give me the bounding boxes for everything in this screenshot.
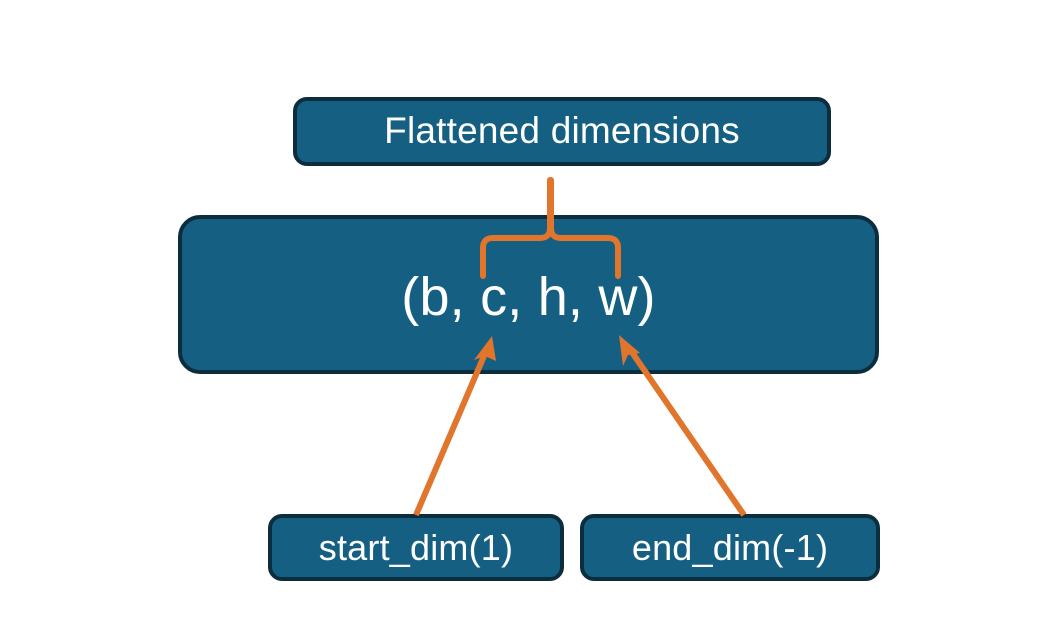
start-dim-box: start_dim(1) <box>268 514 564 581</box>
shape-tuple-box: (b, c, h, w) <box>178 215 879 374</box>
flattened-dimensions-label: Flattened dimensions <box>384 110 740 152</box>
flattened-dimensions-box: Flattened dimensions <box>293 97 831 166</box>
shape-tuple-label: (b, c, h, w) <box>401 267 656 328</box>
end-dim-label: end_dim(-1) <box>631 526 829 568</box>
start-dim-label: start_dim(1) <box>318 526 514 568</box>
end-dim-box: end_dim(-1) <box>580 514 880 581</box>
